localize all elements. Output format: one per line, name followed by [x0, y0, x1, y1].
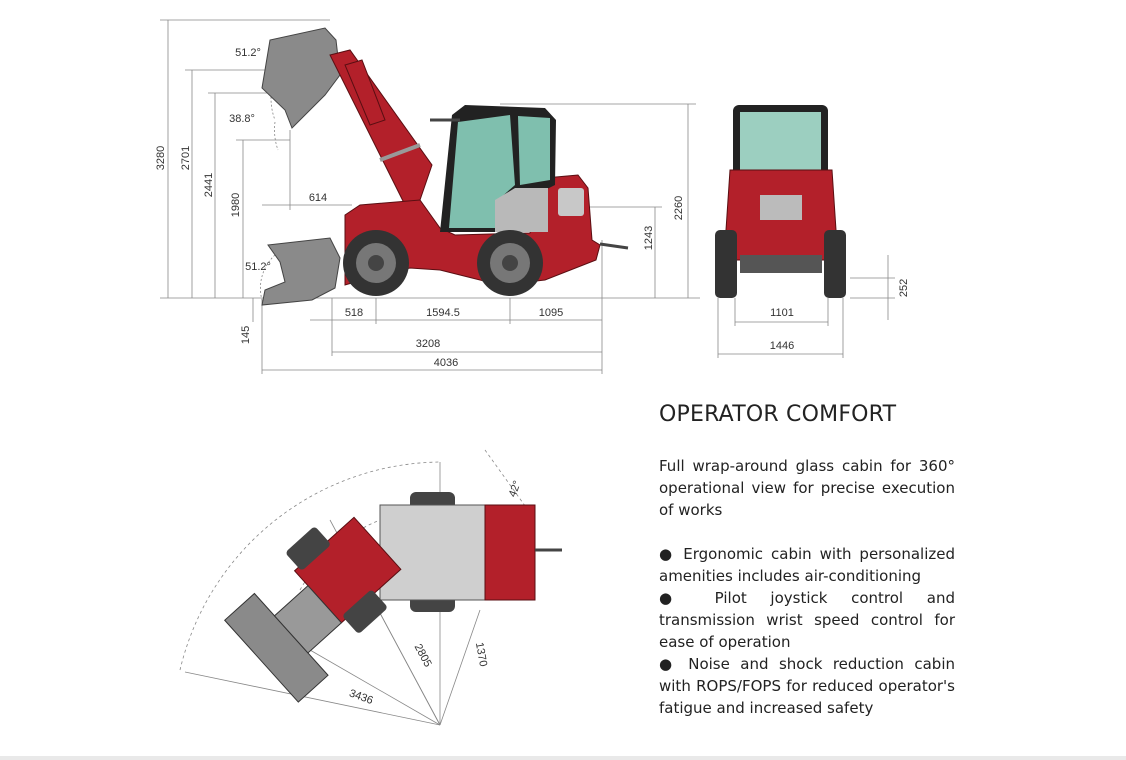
angle-dump: 38.8°: [229, 113, 255, 125]
feature-item: ● Ergonomic cabin with personalized amen…: [659, 545, 955, 585]
section-title: OPERATOR COMFORT: [659, 402, 897, 427]
operator-comfort-section: OPERATOR COMFORT Full wrap-around glass …: [659, 402, 955, 719]
dim-dump-clearance: 1980: [230, 193, 242, 217]
dim-front-overhang: 518: [345, 307, 363, 319]
angle-rollback-ground: 51.2°: [245, 261, 271, 273]
dim-dump-height: 2441: [203, 173, 215, 197]
cab-glass-front: [449, 115, 515, 228]
feature-item: ● Noise and shock reduction cabin with R…: [659, 655, 955, 717]
lowered-bucket: [261, 237, 341, 306]
rear-wheel: [477, 230, 543, 296]
feature-list: ● Ergonomic cabin with personalized amen…: [659, 543, 955, 719]
dim-outer-radius: 2805: [412, 642, 434, 669]
dim-max-height: 3280: [155, 146, 167, 170]
raised-bucket: [261, 27, 341, 129]
intro-paragraph: Full wrap-around glass cabin for 360° op…: [659, 457, 955, 519]
dim-hinge-height: 2701: [180, 146, 192, 170]
dim-overall-width: 1446: [770, 340, 794, 352]
dim-length-no-bucket: 3208: [416, 338, 440, 350]
dim-cab-height: 2260: [673, 196, 685, 220]
dim-ground-clearance: 252: [898, 279, 910, 297]
top-view: 42° 2805 1370 3436: [179, 449, 562, 726]
feature-item: ● Pilot joystick control and transmissio…: [659, 589, 955, 651]
boom-arm: [329, 49, 433, 206]
front-wheel: [343, 230, 409, 296]
angle-rollback-top: 51.2°: [235, 47, 261, 59]
dim-track-width: 1101: [770, 307, 794, 319]
dim-dig-depth: 145: [240, 326, 252, 344]
dim-wheelbase: 1594.5: [426, 307, 460, 319]
dim-total-length: 4036: [434, 357, 458, 369]
dim-reach: 614: [309, 192, 327, 204]
dim-rear-overhang: 1095: [539, 307, 563, 319]
bottom-divider: [0, 756, 1126, 760]
angle-articulation: 42°: [507, 479, 524, 499]
dim-inner-radius: 1370: [473, 641, 489, 667]
dim-bucket-radius: 3436: [347, 687, 374, 707]
side-view: 3280 2701 2441 1980 145 2260 1243 51.2° …: [155, 19, 700, 374]
front-view: 1101 1446 252: [715, 105, 910, 358]
dim-rear-height: 1243: [643, 226, 655, 250]
